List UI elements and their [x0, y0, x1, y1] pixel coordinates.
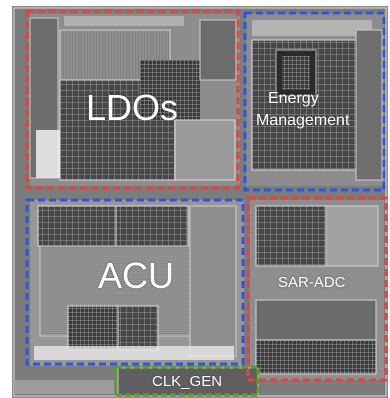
clk-outline: [114, 365, 260, 397]
sar-region-layout: [250, 200, 384, 380]
ldo-region-layout: [29, 14, 240, 186]
ldo-outline: [25, 9, 240, 190]
acu-label: ACU: [98, 255, 175, 296]
sar-outline: [246, 196, 388, 382]
clk-region-layout: [14, 367, 259, 397]
acu-region-layout: [30, 200, 244, 366]
energy-outline: [243, 11, 386, 192]
clk-label: CLK_GEN: [152, 373, 223, 390]
acu-outline: [25, 198, 245, 366]
energy-region-layout: [246, 14, 384, 186]
energy-label-line1: Energy: [268, 90, 319, 107]
sar-label: SAR-ADC: [278, 274, 346, 291]
ldo-label: LDOs: [86, 87, 179, 128]
energy-label-line2: Management: [256, 112, 350, 129]
